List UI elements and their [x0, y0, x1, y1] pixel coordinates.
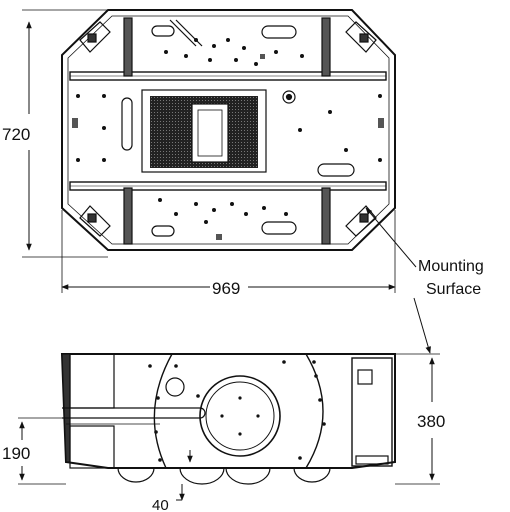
side-port — [165, 377, 185, 397]
side-view-outline — [60, 353, 396, 469]
dimension-380 — [395, 353, 440, 485]
wheels — [117, 467, 331, 485]
mounting-label-line1: Mounting — [418, 258, 484, 275]
dim-label-720: 720 — [2, 125, 30, 144]
dim-label-40: 40 — [152, 497, 169, 512]
corner-bracket-tr — [345, 21, 377, 53]
dimension-40 — [176, 484, 185, 501]
round-hatch — [199, 375, 281, 457]
slot-bottom-left — [151, 225, 175, 237]
slot-bottom-right — [261, 221, 297, 235]
dimension-969 — [61, 210, 396, 293]
dim-label-190: 190 — [2, 444, 30, 463]
top-view — [61, 9, 396, 251]
dimension-190 — [18, 417, 66, 485]
central-plate — [141, 89, 267, 173]
mounting-leader — [365, 207, 431, 354]
curved-side-panel — [153, 353, 173, 469]
slot-top-left — [151, 25, 175, 37]
slot-left-vertical — [121, 97, 133, 151]
rail-right-upper — [321, 17, 331, 77]
horizontal-slot — [62, 407, 206, 419]
dimension-720 — [22, 9, 108, 258]
rail-left-upper — [123, 17, 133, 77]
side-view — [60, 353, 396, 485]
rail-right-lower — [321, 187, 331, 245]
mounting-label-line2: Surface — [426, 281, 481, 298]
slot-top-right — [261, 25, 297, 39]
port-circle — [282, 90, 296, 104]
slot-right-mid — [317, 163, 355, 177]
top-view-outline — [61, 9, 396, 251]
center-cover — [191, 103, 229, 163]
dim-label-969: 969 — [212, 279, 240, 298]
rear-module — [351, 357, 393, 467]
corner-bracket-bl — [79, 205, 111, 237]
corner-bracket-tl — [79, 21, 111, 53]
rail-left-lower — [123, 187, 133, 245]
dim-label-380: 380 — [417, 412, 445, 431]
mounting-holes-top — [76, 38, 382, 224]
